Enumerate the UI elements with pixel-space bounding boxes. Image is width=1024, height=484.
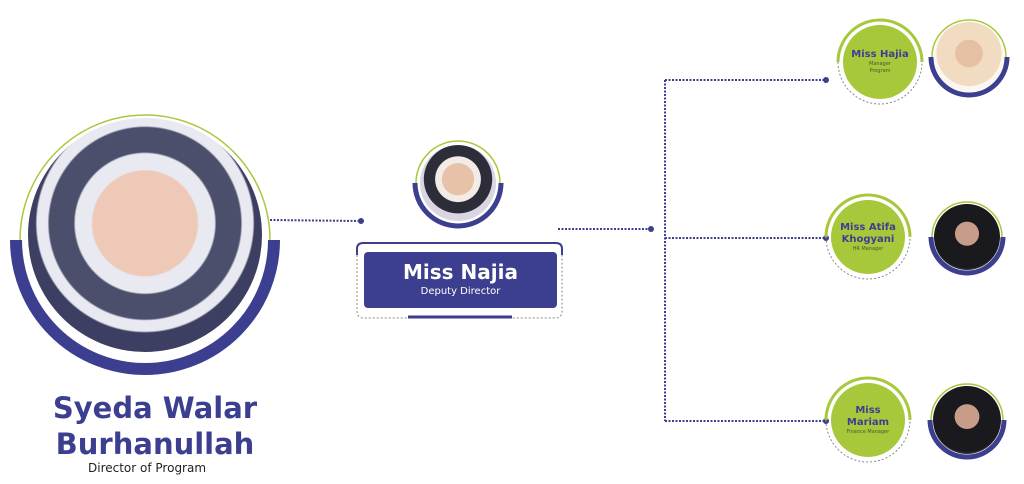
- deputy-card: Miss Najia Deputy Director: [364, 252, 557, 308]
- director-green-arc: [19, 114, 271, 241]
- director-role: Director of Program: [88, 461, 207, 475]
- deputy-avatar: [420, 145, 496, 221]
- manager-card-atifa: Miss Atifa Khogyani HR Manager: [831, 200, 905, 274]
- manager-role: Finance Manager: [846, 428, 890, 435]
- manager-avatar-mariam: [933, 386, 1001, 454]
- manager-name: Miss Hajia: [851, 49, 909, 60]
- manager-name: Miss Mariam: [846, 404, 890, 428]
- manager-name: Miss Atifa Khogyani: [840, 221, 896, 245]
- director-name: Syeda Walar Burhanullah: [20, 390, 290, 462]
- deputy-name: Miss Najia: [403, 260, 518, 284]
- manager-card-mariam: Miss Mariam Finance Manager: [831, 383, 905, 457]
- manager-role: HR Manager: [852, 245, 884, 252]
- director-name-line2: Burhanullah: [55, 427, 255, 461]
- manager-role: Manager Program: [869, 61, 891, 74]
- manager-avatar-hajia: [934, 22, 1004, 92]
- director-name-line1: Syeda Walar: [52, 391, 258, 425]
- manager-avatar-atifa: [934, 204, 1000, 270]
- connector-dot: [358, 218, 364, 224]
- manager-card-hajia: Miss Hajia Manager Program: [843, 25, 917, 99]
- director-navy-arc: [10, 239, 280, 375]
- deputy-role: Deputy Director: [420, 286, 501, 297]
- director-avatar: [28, 118, 262, 352]
